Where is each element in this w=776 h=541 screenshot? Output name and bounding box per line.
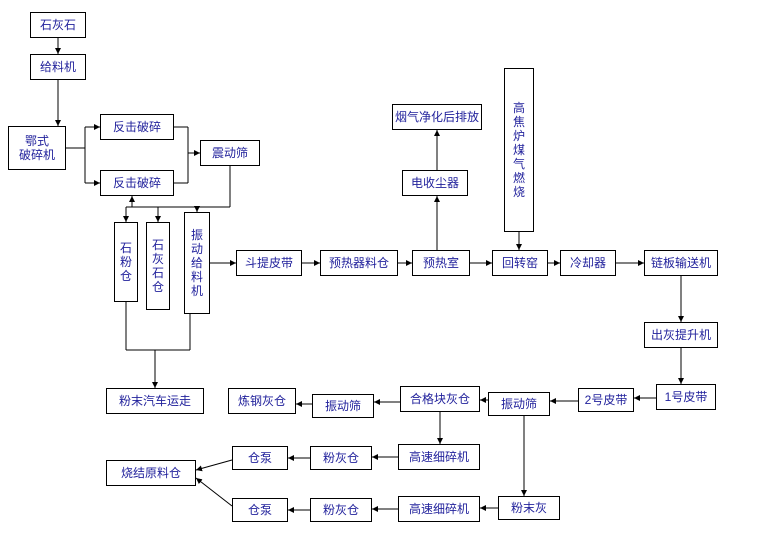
node-flue-gas-outlet: 烟气净化后排放 <box>392 104 482 130</box>
node-impact-crusher-1: 反击破碎 <box>100 114 174 140</box>
node-qualified-lump-silo: 合格块灰仓 <box>400 386 480 412</box>
node-vibrating-screen-top: 震动筛 <box>200 140 260 166</box>
node-preheater-silo: 预热器料仓 <box>320 250 398 276</box>
node-steel-ash-silo: 炼钢灰仓 <box>228 388 296 414</box>
node-powder-silo-upper: 粉灰仓 <box>310 446 372 470</box>
node-powder-silo-lower: 粉灰仓 <box>310 498 372 522</box>
node-limestone: 石灰石 <box>30 12 86 38</box>
node-chain-conveyor: 链板输送机 <box>644 250 718 276</box>
node-pump-upper: 仓泵 <box>232 446 288 470</box>
node-jaw-crusher: 鄂式 破碎机 <box>8 126 66 170</box>
node-powder-truck: 粉末汽车运走 <box>106 388 204 414</box>
node-vibrating-feeder: 振动给料机 <box>184 212 210 314</box>
node-preheat-chamber: 预热室 <box>412 250 470 276</box>
node-crusher-lower: 高速细碎机 <box>398 496 480 522</box>
node-rotary-kiln: 回转窑 <box>492 250 548 276</box>
node-vibrating-screen-right: 振动筛 <box>488 392 550 416</box>
node-limestone-silo: 石灰石仓 <box>146 222 170 310</box>
node-ash-elevator: 出灰提升机 <box>644 322 718 348</box>
node-vibrating-screen-left: 振动筛 <box>312 394 374 418</box>
node-dust-collector: 电收尘器 <box>402 170 468 196</box>
node-bucket-belt: 斗提皮带 <box>236 250 302 276</box>
node-cooler: 冷却器 <box>560 250 616 276</box>
node-stone-powder-silo: 石粉仓 <box>114 222 138 302</box>
node-impact-crusher-2: 反击破碎 <box>100 170 174 196</box>
node-crusher-upper: 高速细碎机 <box>398 444 480 470</box>
node-pump-lower: 仓泵 <box>232 498 288 522</box>
node-belt-2: 2号皮带 <box>578 388 634 412</box>
node-belt-1: 1号皮带 <box>656 384 716 410</box>
node-powder-ash: 粉末灰 <box>498 496 560 520</box>
node-feeder: 给料机 <box>30 54 86 80</box>
node-gas-combustion: 高焦炉煤气燃烧 <box>504 68 534 232</box>
node-sinter-silo: 烧结原料仓 <box>106 460 196 486</box>
